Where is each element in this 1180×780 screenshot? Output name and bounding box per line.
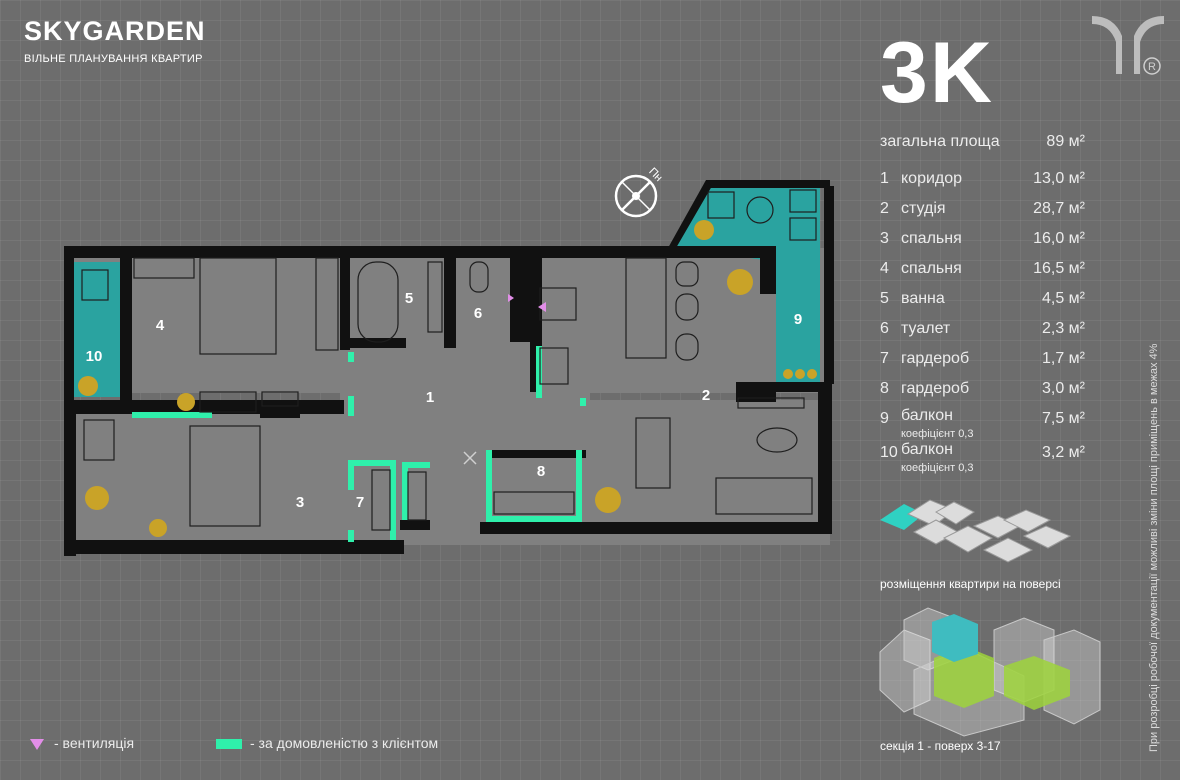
room-label-7: 7 <box>356 494 364 511</box>
room-label-9: 9 <box>794 311 802 328</box>
room-label-8: 8 <box>537 463 545 480</box>
room-name: гардероб <box>901 380 970 397</box>
furniture <box>83 257 813 531</box>
total-area-value: 89 м² <box>1046 133 1085 150</box>
room-row: 10 балкон коефіцієнт 0,3 3,2 м² <box>880 441 1085 476</box>
room-num: 3 <box>880 230 889 247</box>
room-name: коридор <box>901 170 963 187</box>
floor-plan: Пн 1 2 3 4 5 6 7 8 9 10 <box>64 166 834 556</box>
room-row: 3 спальня 16,0 м² <box>880 228 1085 258</box>
room-area: 7,5 м² <box>1041 410 1085 427</box>
accent-walls <box>132 346 586 542</box>
legend-ventilation: - вентиляція <box>30 735 134 751</box>
area-change-note: При розробці робочої документації можлив… <box>1148 343 1160 752</box>
room-num: 4 <box>880 260 889 277</box>
room-num: 7 <box>880 350 889 367</box>
room-row: 7 гардероб 1,7 м² <box>880 348 1085 378</box>
section-caption: секція 1 - поверх 3-17 <box>880 739 1001 753</box>
green-bar-icon <box>216 739 242 750</box>
room-area: 3,0 м² <box>1041 380 1085 397</box>
room-area: 13,0 м² <box>1033 170 1085 187</box>
room-num: 9 <box>880 410 889 427</box>
brand-name: SKYGARDEN <box>24 16 206 46</box>
room-row: 8 гардероб 3,0 м² <box>880 378 1085 408</box>
section-diagram <box>879 607 1101 737</box>
room-name: спальня <box>901 260 962 277</box>
ventilation-triangle-icon <box>30 738 44 750</box>
room-num: 2 <box>880 200 889 217</box>
room-label-1: 1 <box>426 389 434 406</box>
room-row: 6 туалет 2,3 м² <box>880 318 1085 348</box>
room-name: студія <box>901 200 946 217</box>
room-label-3: 3 <box>296 494 304 511</box>
legend-client-label: - за домовленістю з клієнтом <box>250 735 439 751</box>
room-area: 16,0 м² <box>1033 230 1085 247</box>
room-name: ванна <box>901 290 945 307</box>
room-area: 4,5 м² <box>1041 290 1085 307</box>
room-num: 8 <box>880 380 889 397</box>
room-name: туалет <box>901 320 951 337</box>
balcony-10 <box>72 262 120 397</box>
total-area-label: загальна площа <box>880 133 1000 150</box>
room-num: 10 <box>880 444 898 461</box>
room-label-2: 2 <box>702 387 710 404</box>
room-area: 2,3 м² <box>1041 320 1085 337</box>
legend-ventilation-label: - вентиляція <box>54 735 135 751</box>
total-area-row: загальна площа 89 м² <box>880 133 1085 151</box>
room-name: спальня <box>901 230 962 247</box>
walls <box>64 180 834 556</box>
room-row: 4 спальня 16,5 м² <box>880 258 1085 288</box>
room-num: 1 <box>880 170 889 187</box>
room-area: 3,2 м² <box>1041 444 1085 461</box>
cross-marker <box>463 451 477 465</box>
room-label-5: 5 <box>405 290 413 307</box>
room-list: 1 коридор 13,0 м² 2 студія 28,7 м² 3 спа… <box>880 168 1085 476</box>
room-area: 16,5 м² <box>1033 260 1085 277</box>
brand-subtitle: ВІЛЬНЕ ПЛАНУВАННЯ КВАРТИР <box>24 53 203 65</box>
room-row: 5 ванна 4,5 м² <box>880 288 1085 318</box>
room-name: балкон <box>901 407 953 424</box>
plants <box>78 220 817 537</box>
room-area: 28,7 м² <box>1033 200 1085 217</box>
room-num: 6 <box>880 320 889 337</box>
svg-text:R: R <box>1148 61 1156 73</box>
room-row: 9 балкон коефіцієнт 0,3 7,5 м² <box>880 407 1085 442</box>
brand-logo-icon: R <box>1092 16 1164 75</box>
room-name: балкон <box>901 441 953 458</box>
brand: SKYGARDEN ВІЛЬНЕ ПЛАНУВАННЯ КВАРТИР <box>24 16 206 65</box>
room-name: гардероб <box>901 350 970 367</box>
room-coefficient: коефіцієнт 0,3 <box>901 428 974 440</box>
room-label-6: 6 <box>474 305 482 322</box>
room-num: 5 <box>880 290 889 307</box>
room-label-10: 10 <box>86 348 103 365</box>
compass-icon <box>614 174 658 218</box>
room-area: 1,7 м² <box>1041 350 1085 367</box>
room-label-4: 4 <box>156 317 165 334</box>
room-coefficient: коефіцієнт 0,3 <box>901 462 974 474</box>
floor-position-caption: розміщення квартири на поверсі <box>880 577 1061 591</box>
legend-client-agreement: - за домовленістю з клієнтом <box>216 735 438 751</box>
room-row: 2 студія 28,7 м² <box>880 198 1085 228</box>
ventilation-markers <box>508 294 546 312</box>
room-row: 1 коридор 13,0 м² <box>880 168 1085 198</box>
floor-position-diagram <box>880 499 1072 563</box>
apartment-type: 3K <box>880 25 994 121</box>
